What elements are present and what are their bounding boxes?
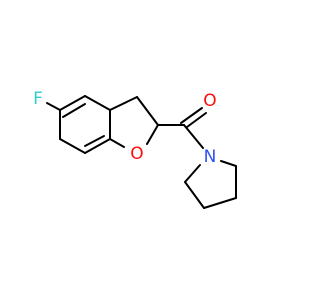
bond (109, 96, 138, 111)
atom-label-carbonyl-oxygen: O (203, 91, 216, 111)
molecule-canvas: F O O N (33, 89, 237, 209)
bond (180, 107, 203, 124)
bond (62, 103, 86, 118)
bond-layer (46, 95, 237, 209)
atom-label-nitrogen: N (204, 147, 217, 167)
bond (146, 124, 159, 145)
bond (186, 112, 207, 128)
molecule-structure: F O O N (33, 89, 237, 209)
atom-label-ring-oxygen: O (130, 144, 143, 164)
bond (184, 164, 201, 183)
bond (109, 138, 125, 148)
bond (84, 95, 111, 111)
atom-label-fluorine: F (33, 89, 43, 109)
bond (59, 138, 86, 154)
bond (203, 197, 237, 209)
bond (220, 160, 237, 167)
bond (183, 124, 204, 149)
bond (84, 138, 111, 154)
bond (184, 181, 205, 209)
bond (46, 102, 61, 111)
bond (84, 135, 105, 147)
bond (59, 95, 86, 111)
atom-layer: F O O N (33, 89, 217, 167)
bond (136, 96, 159, 126)
